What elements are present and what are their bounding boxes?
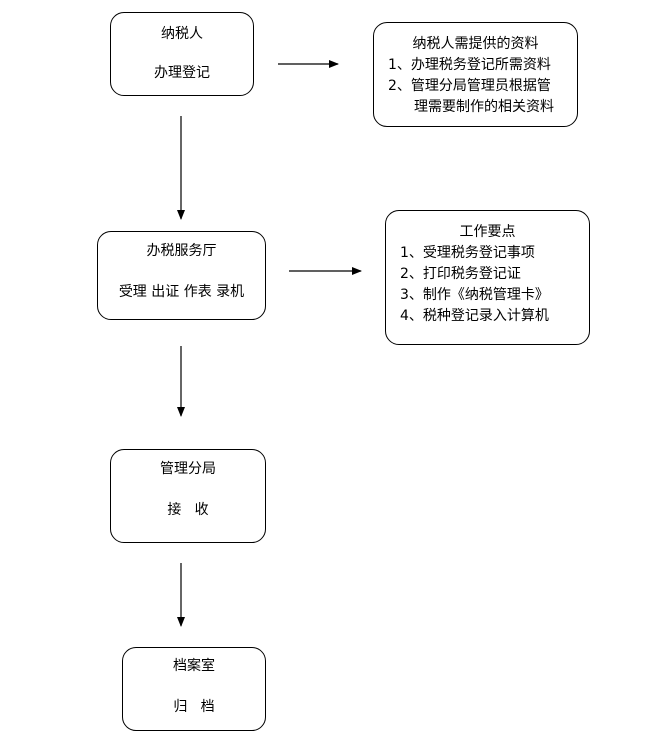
management-branch-title: 管理分局 (160, 461, 216, 477)
management-branch-subtitle: 接 收 (167, 502, 209, 518)
archive-room-box: 档案室 归 档 (122, 647, 266, 731)
tax-hall-subtitle: 受理 出证 作表 录机 (118, 284, 245, 300)
materials-title: 纳税人需提供的资料 (412, 36, 539, 52)
taxpayer-title: 纳税人 (161, 26, 203, 42)
tax-hall-title: 办税服务厅 (146, 243, 217, 259)
materials-item-1: 1、办理税务登记所需资料 (388, 57, 551, 73)
work-points-box: 工作要点 1、受理税务登记事项 2、打印税务登记证 3、制作《纳税管理卡》 4、… (385, 210, 590, 345)
materials-item-2: 2、管理分局管理员根据管 (388, 78, 551, 94)
materials-item-3: 理需要制作的相关资料 (414, 99, 554, 115)
taxpayer-box: 纳税人 办理登记 (110, 12, 254, 96)
work-points-item-4: 4、税种登记录入计算机 (400, 308, 549, 324)
management-branch-box: 管理分局 接 收 (110, 449, 266, 543)
materials-box: 纳税人需提供的资料 1、办理税务登记所需资料 2、管理分局管理员根据管 理需要制… (373, 22, 578, 127)
archive-room-title: 档案室 (173, 658, 215, 674)
work-points-item-1: 1、受理税务登记事项 (400, 245, 535, 261)
work-points-title: 工作要点 (459, 224, 516, 240)
work-points-item-3: 3、制作《纳税管理卡》 (400, 287, 549, 303)
work-points-item-2: 2、打印税务登记证 (400, 266, 521, 282)
taxpayer-subtitle: 办理登记 (154, 65, 210, 81)
tax-hall-box: 办税服务厅 受理 出证 作表 录机 (97, 231, 266, 320)
archive-room-subtitle: 归 档 (173, 699, 215, 715)
